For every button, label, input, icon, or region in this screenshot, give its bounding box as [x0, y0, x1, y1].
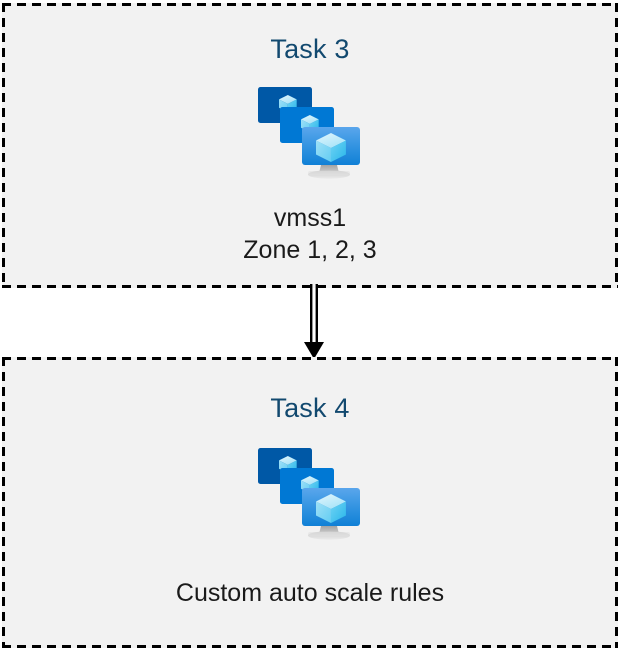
- task-box-content: Task 4: [2, 357, 618, 648]
- connector-arrow-task3-to-task4: [296, 284, 332, 360]
- caption-line: Zone 1, 2, 3: [243, 236, 377, 264]
- vm-scale-set-icon: [256, 85, 364, 186]
- task-title: Task 4: [270, 393, 350, 423]
- caption-line: vmss1: [273, 204, 347, 232]
- task-box-task3[interactable]: Task 3: [2, 3, 618, 288]
- caption-line: Custom auto scale rules: [175, 579, 445, 607]
- task-box-content: Task 3: [2, 3, 618, 288]
- task-caption: vmss1 Zone 1, 2, 3: [243, 202, 376, 266]
- task-title: Task 3: [270, 34, 350, 64]
- task-caption: Custom auto scale rules: [176, 577, 444, 609]
- task-box-task4[interactable]: Task 4: [2, 357, 618, 648]
- vm-scale-set-icon: [256, 446, 364, 547]
